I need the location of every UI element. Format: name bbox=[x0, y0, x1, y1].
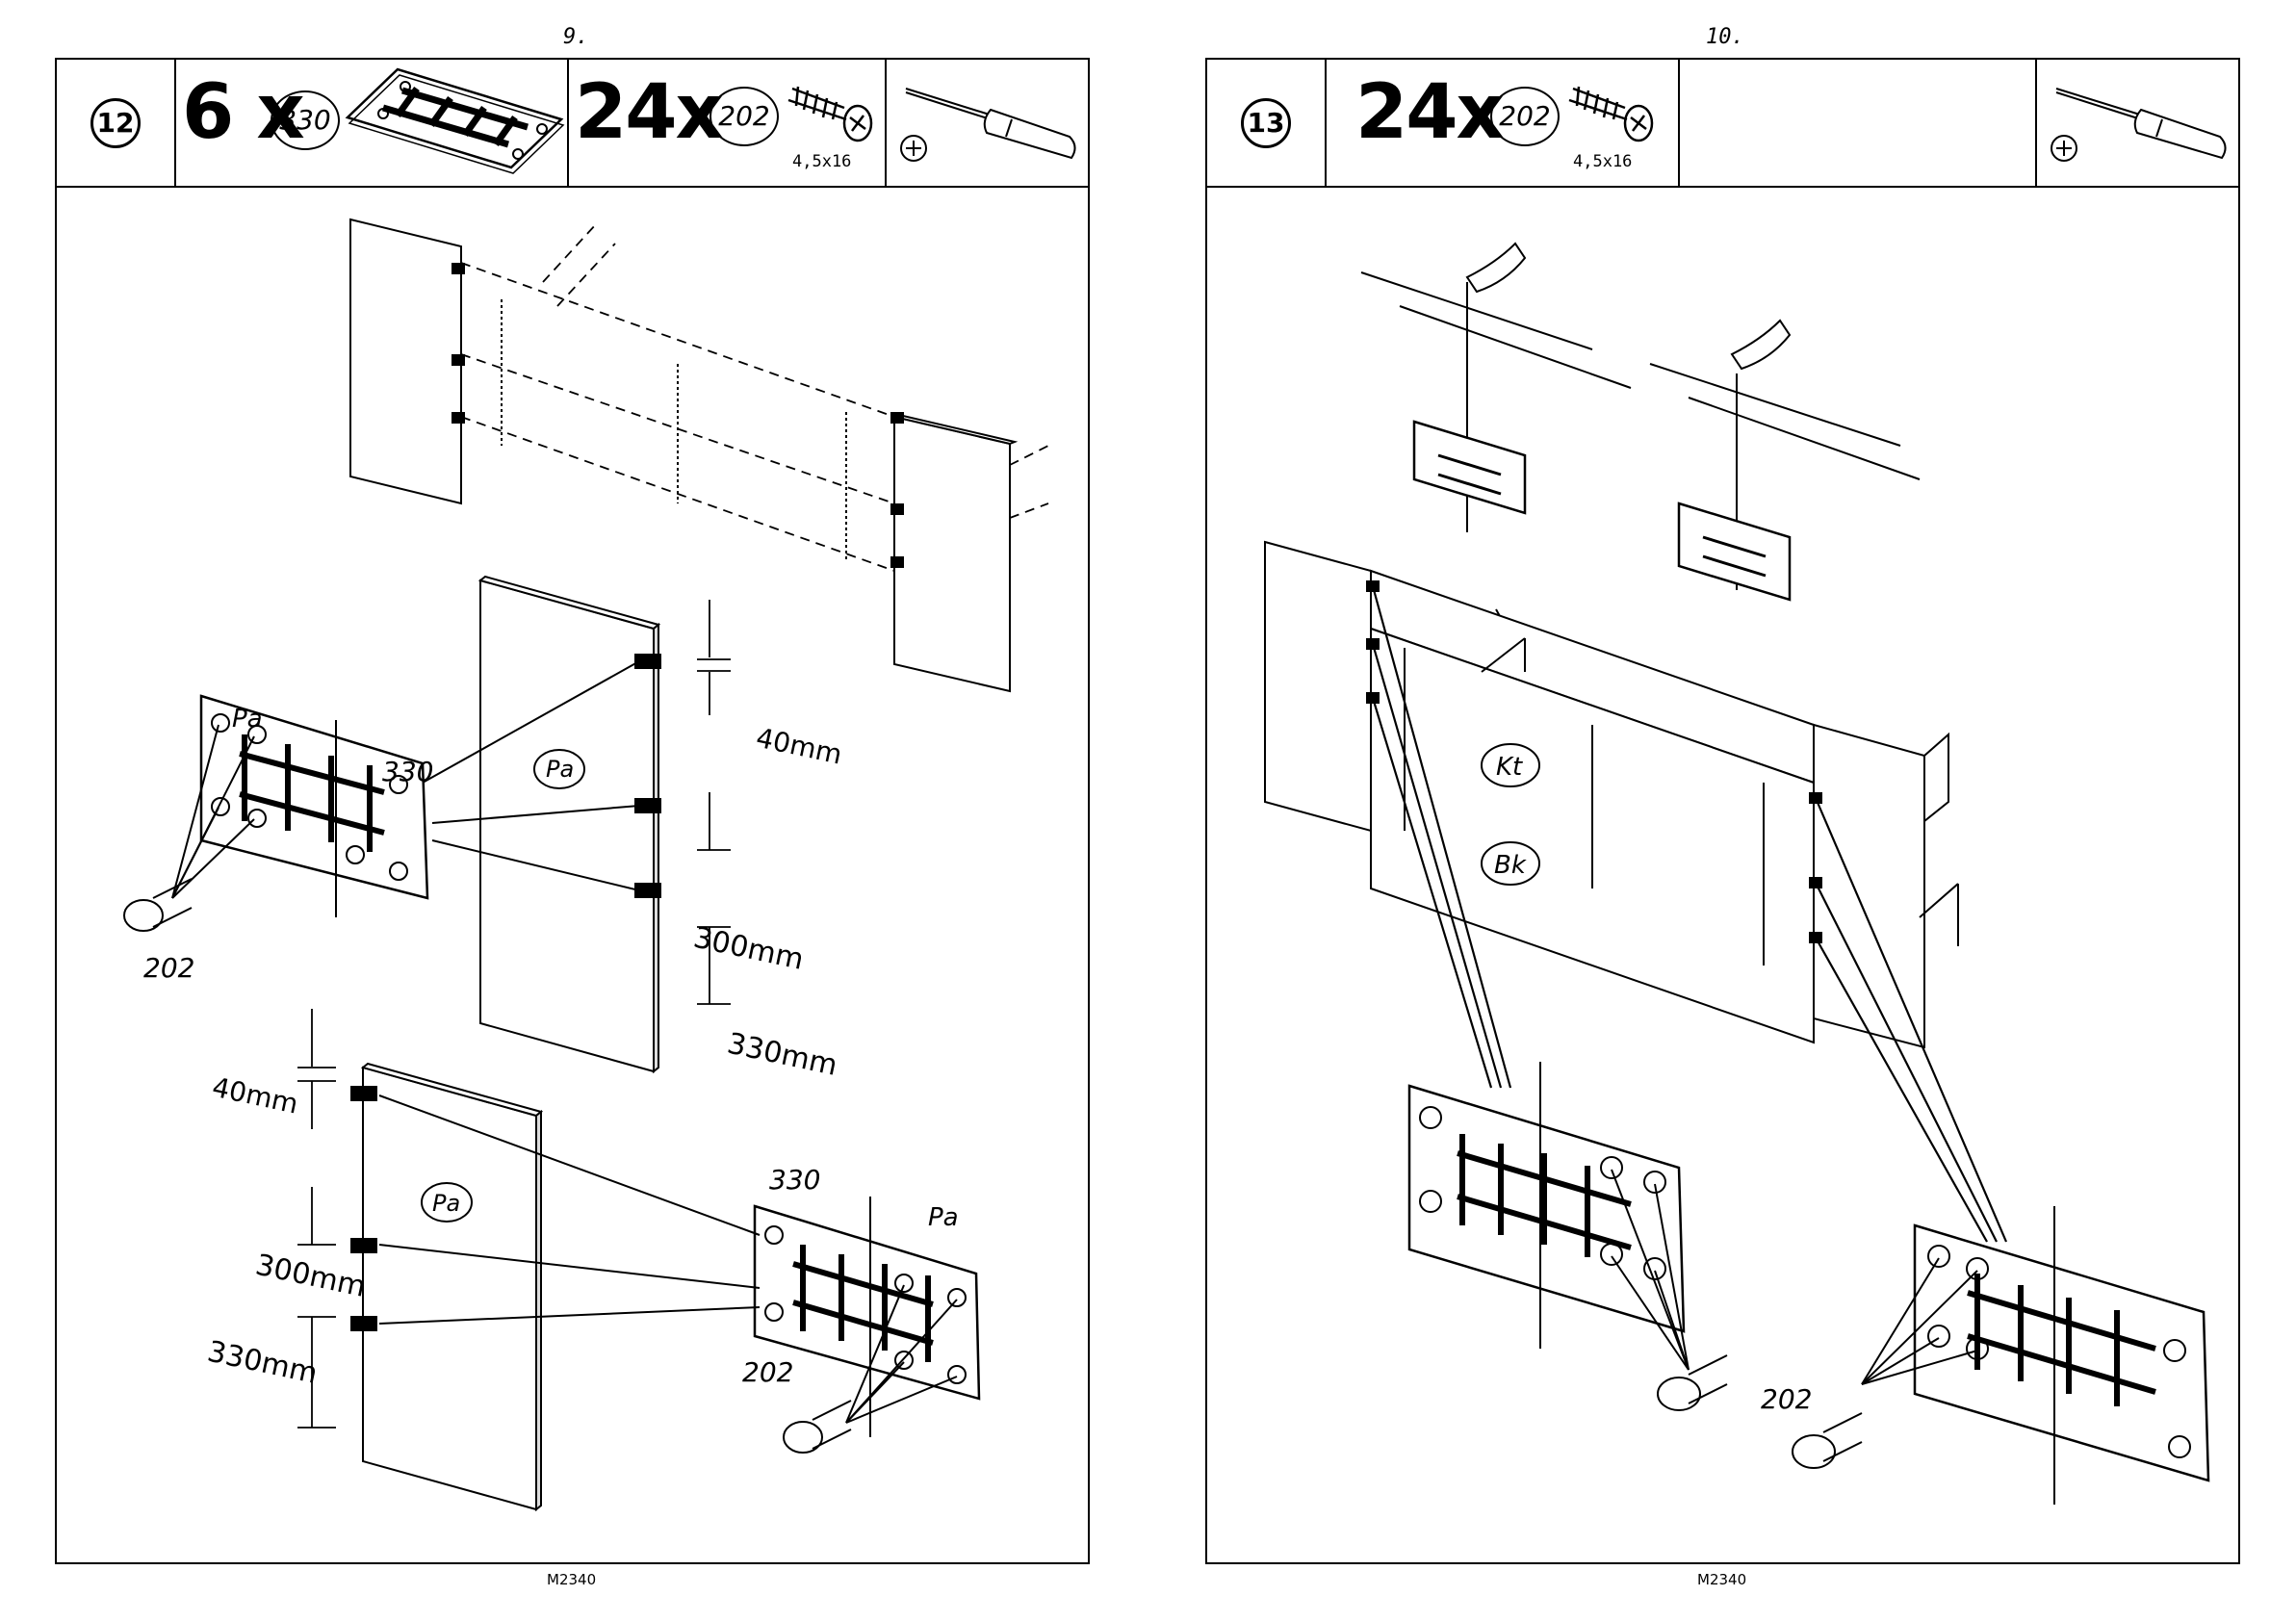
screw-spec: 4,5x16 bbox=[792, 152, 851, 171]
screwdriver-icon bbox=[2037, 60, 2238, 186]
instruction-page-right: 13 24x 202 4,5x16 bbox=[1205, 58, 2240, 1564]
assembly-drawing-step-12: Pa 330 202 Pa 40mm 300mm 330mm 40mm 300m… bbox=[57, 186, 1088, 1562]
label-screw: 202 bbox=[1761, 1383, 1812, 1415]
dim-40mm: 40mm bbox=[754, 722, 845, 771]
footer-model-right: M2340 bbox=[1697, 1571, 1746, 1588]
screw-spec: 4,5x16 bbox=[1573, 152, 1632, 171]
label-pa: Pa bbox=[232, 705, 263, 734]
label-pa: Pa bbox=[432, 1190, 460, 1217]
label-pa: Pa bbox=[546, 756, 574, 783]
dim-330mm: 330mm bbox=[204, 1335, 320, 1391]
step-header: 13 24x 202 4,5x16 bbox=[1207, 60, 2238, 188]
dim-40mm: 40mm bbox=[210, 1071, 301, 1120]
label-screw: 202 bbox=[742, 1356, 793, 1388]
part-cell-202: 24x 202 4,5x16 bbox=[569, 60, 887, 186]
label-kt: Kt bbox=[1496, 753, 1523, 782]
step-number-cell: 12 bbox=[57, 60, 176, 186]
dim-300mm: 300mm bbox=[690, 921, 806, 977]
page-number-right: 10. bbox=[1706, 25, 1744, 49]
page-number-left: 9. bbox=[563, 25, 589, 49]
assembly-drawing-step-13: Kt Bk 202 bbox=[1207, 186, 2238, 1562]
tool-cell bbox=[2037, 60, 2238, 186]
part-cell-330: 6 x 330 bbox=[176, 60, 569, 186]
empty-cell bbox=[1680, 60, 2037, 186]
label-pa: Pa bbox=[928, 1203, 959, 1232]
dim-300mm: 300mm bbox=[252, 1249, 368, 1304]
instruction-page-left: 12 6 x 330 bbox=[55, 58, 1090, 1564]
step-header: 12 6 x 330 bbox=[57, 60, 1088, 188]
step-number: 13 bbox=[1241, 98, 1291, 148]
screwdriver-icon bbox=[887, 60, 1088, 186]
label-connector: 330 bbox=[382, 756, 433, 787]
label-screw: 202 bbox=[143, 952, 194, 984]
footer-model-left: M2340 bbox=[547, 1571, 596, 1588]
label-bk: Bk bbox=[1494, 851, 1527, 880]
tool-cell bbox=[887, 60, 1088, 186]
part-cell-202: 24x 202 4,5x16 bbox=[1327, 60, 1680, 186]
step-number: 12 bbox=[90, 98, 141, 148]
step-number-cell: 13 bbox=[1207, 60, 1327, 186]
connector-plate-icon bbox=[176, 60, 569, 186]
dim-330mm: 330mm bbox=[724, 1027, 839, 1083]
label-connector: 330 bbox=[769, 1164, 820, 1196]
